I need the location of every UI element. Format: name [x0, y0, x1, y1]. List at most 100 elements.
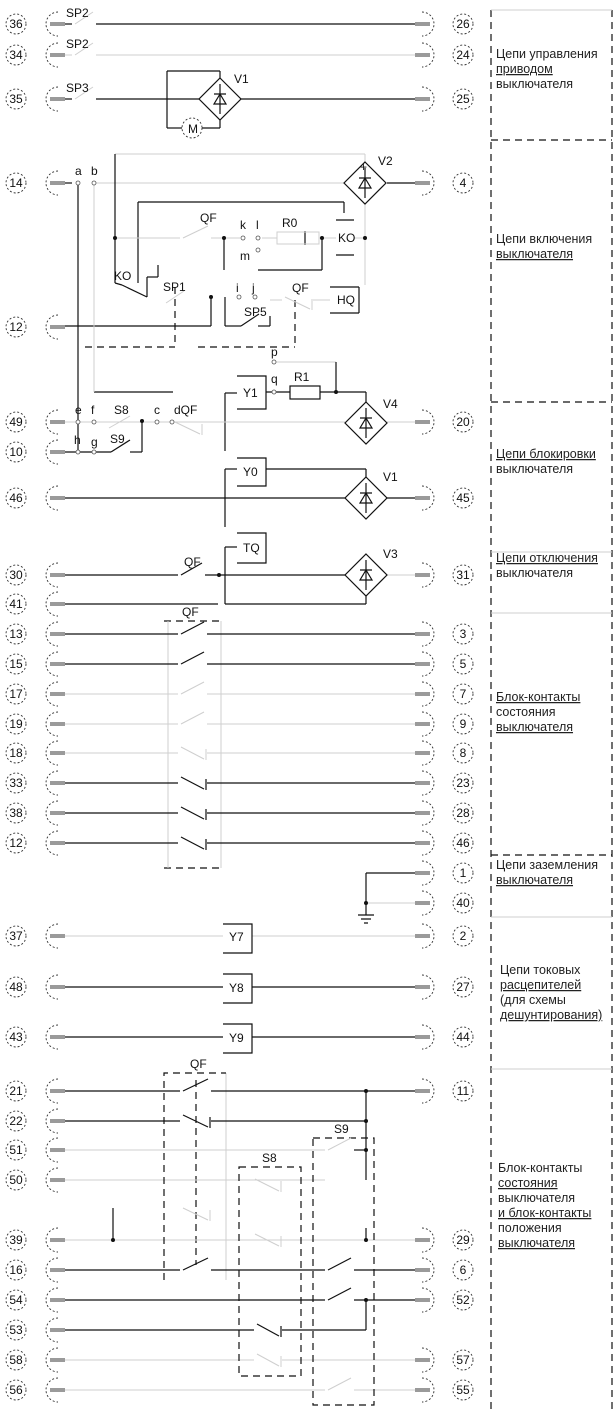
label-g: g [91, 435, 98, 449]
terminal-pin-right [415, 1238, 430, 1242]
terminal-number-right: 24 [456, 48, 470, 62]
terminal-row: 50 [5, 1167, 65, 1193]
terminal-socket-right [421, 974, 435, 1000]
terminal-pin-right [415, 1358, 430, 1362]
terminal-number-left: 49 [9, 415, 23, 429]
terminal-pin-left [50, 22, 65, 26]
terminal-socket-left [45, 1137, 59, 1163]
terminal-number-right: 45 [456, 491, 470, 505]
terminal-number-left: 12 [9, 836, 23, 850]
label-h: h [74, 433, 81, 447]
label-k: k [240, 218, 247, 232]
junction-dot [364, 901, 368, 905]
terminal-number-left: 12 [9, 320, 23, 334]
terminal-pin-left [50, 97, 65, 101]
terminal-number-circle [5, 1229, 27, 1251]
terminal-number-right: 28 [456, 806, 470, 820]
terminal-number-left: 48 [9, 980, 23, 994]
section-text: выключателя [496, 720, 573, 734]
terminal-number-right: 31 [456, 568, 470, 582]
qf-state-contact [180, 776, 205, 790]
terminal-pin-left [50, 692, 65, 696]
terminal-socket-left [45, 1227, 59, 1253]
terminal-number-circle [452, 1229, 474, 1251]
s9-contact-b [327, 1137, 352, 1151]
terminal-number-left: 41 [9, 597, 23, 611]
terminal-pin-right [415, 781, 430, 785]
terminal-number-right: 44 [456, 1030, 470, 1044]
terminal-number-circle [5, 713, 27, 735]
bridge-outline [198, 77, 242, 121]
label-y9: Y9 [229, 1031, 244, 1045]
terminal-socket-right [421, 860, 435, 886]
terminal-pin-right [415, 871, 430, 875]
terminal-socket-right [421, 409, 435, 435]
motor-icon [181, 117, 203, 139]
terminal-number-circle [5, 1259, 27, 1281]
label-qf-5: QF [190, 1057, 207, 1071]
terminal-socket-left [45, 86, 59, 112]
terminal-socket-right [421, 1347, 435, 1373]
qf-contact-5 [182, 1078, 209, 1092]
label-p: p [271, 345, 278, 359]
label-i: i [236, 281, 239, 295]
terminal-pin-left [50, 420, 65, 424]
qf-contact-7 [182, 1207, 209, 1221]
terminal-number-right: 57 [456, 1353, 470, 1367]
terminal-socket-left [45, 409, 59, 435]
ground-icon [358, 914, 374, 924]
terminal-pin-left [50, 1268, 65, 1272]
qf-state-contact [180, 746, 205, 760]
terminal-number-circle [5, 13, 27, 35]
terminal-number-circle [5, 1080, 27, 1102]
section-text: выключателя [496, 77, 573, 91]
open-node [75, 180, 81, 186]
terminal-number-circle [452, 487, 474, 509]
qf-contact-2 [284, 296, 311, 310]
terminal-socket-left [45, 591, 59, 617]
sp5-contact [240, 313, 260, 327]
terminal-socket-left [45, 621, 59, 647]
diode-icon [212, 84, 228, 114]
junction-dot [364, 1119, 368, 1123]
s9-block-outline [312, 1137, 375, 1406]
terminal-number-left: 43 [9, 1030, 23, 1044]
terminal-row: 41 [5, 591, 65, 617]
terminal-socket-right [421, 651, 435, 677]
terminal-pin-left [50, 1358, 65, 1362]
label-l: l [256, 218, 259, 232]
terminal-socket-left [45, 800, 59, 826]
open-node [255, 235, 261, 241]
terminal-row: 53 [5, 1317, 65, 1343]
terminal-number-left: 54 [9, 1293, 23, 1307]
section-text: и блок-контакты [498, 1206, 591, 1220]
terminal-number-circle [5, 172, 27, 194]
terminal-pin-right [415, 1035, 430, 1039]
junction-dot [364, 1238, 368, 1242]
terminal-number-left: 22 [9, 1114, 23, 1128]
bridge-outline [344, 401, 388, 445]
terminal-number-circle [5, 653, 27, 675]
terminal-number-circle [452, 623, 474, 645]
label-qf-1: QF [200, 211, 217, 225]
s9-contact-d [327, 1287, 352, 1301]
terminal-pin-right [415, 97, 430, 101]
open-node [169, 419, 175, 425]
terminal-number-right: 7 [460, 687, 467, 701]
junction-dot [364, 1298, 368, 1302]
terminal-pin-right [415, 420, 430, 424]
terminal-pin-left [50, 1035, 65, 1039]
terminal-number-left: 36 [9, 17, 23, 31]
terminal-number-right: 5 [460, 657, 467, 671]
terminal-pin-right [415, 1388, 430, 1392]
terminal-number-left: 13 [9, 627, 23, 641]
terminal-socket-left [45, 170, 59, 196]
terminal-pin-right [415, 841, 430, 845]
s8-contact-a [108, 415, 131, 429]
